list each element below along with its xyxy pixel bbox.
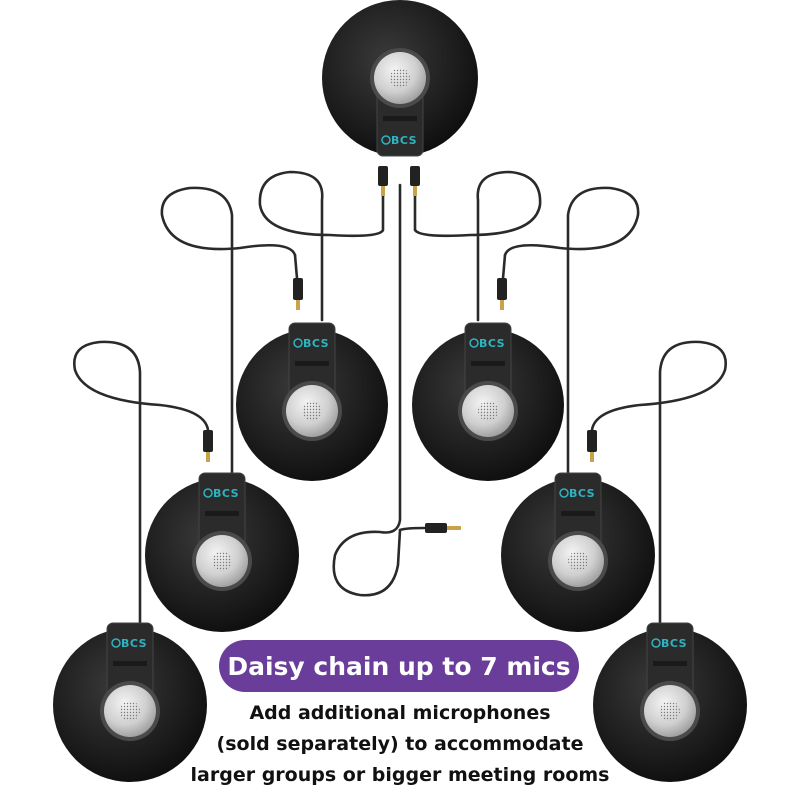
vent-slot — [653, 661, 687, 666]
plug-icon — [293, 278, 303, 310]
plug-icon — [410, 166, 420, 196]
cable — [590, 340, 727, 632]
brand-logo: BCS — [121, 637, 147, 650]
cable — [160, 186, 297, 492]
cable — [258, 170, 385, 322]
wave-icon — [469, 338, 479, 348]
microphone: BCS — [145, 472, 299, 632]
cable — [503, 186, 640, 492]
wave-icon — [381, 135, 391, 145]
microphone: BCS — [412, 322, 564, 481]
plug-icon — [203, 430, 213, 462]
brand-logo: BCS — [479, 337, 505, 350]
wave-icon — [293, 338, 303, 348]
plug-icon — [497, 278, 507, 310]
grille-holes — [390, 68, 410, 88]
microphone: BCS — [322, 0, 478, 157]
vent-slot — [471, 361, 505, 366]
grille-holes — [302, 401, 322, 421]
cables — [73, 170, 727, 632]
wave-icon — [111, 638, 121, 648]
plug-icon — [587, 430, 597, 462]
grille-holes — [478, 401, 498, 421]
microphone: BCS — [501, 472, 655, 632]
brand-logo: BCS — [391, 134, 417, 147]
vent-slot — [295, 361, 329, 366]
wave-icon — [203, 488, 213, 498]
cable — [73, 340, 210, 632]
grille-holes — [660, 701, 680, 721]
grille-holes — [120, 701, 140, 721]
headline-banner: Daisy chain up to 7 mics — [219, 640, 579, 692]
vent-slot — [113, 661, 147, 666]
plug-icon — [378, 166, 388, 196]
vent-slot — [561, 511, 595, 516]
brand-logo: BCS — [569, 487, 595, 500]
microphones: BCS BCS BCS BCS BCS BCS BCS — [53, 0, 747, 782]
description-text: Add additional microphones (sold separat… — [170, 698, 630, 791]
brand-logo: BCS — [661, 637, 687, 650]
plug-icon — [425, 523, 461, 533]
grille-holes — [212, 551, 232, 571]
microphone: BCS — [53, 622, 207, 782]
vent-slot — [383, 116, 417, 121]
audio-plugs — [203, 166, 597, 533]
description-line: (sold separately) to accommodate — [216, 733, 584, 755]
brand-logo: BCS — [303, 337, 329, 350]
wave-icon — [651, 638, 661, 648]
wave-icon — [559, 488, 569, 498]
cable — [413, 170, 542, 322]
grille-holes — [568, 551, 588, 571]
description-line: Add additional microphones — [249, 702, 551, 724]
description-line: larger groups or bigger meeting rooms — [190, 764, 610, 786]
microphone: BCS — [593, 622, 747, 782]
brand-logo: BCS — [213, 487, 239, 500]
microphone: BCS — [236, 322, 388, 481]
cable — [332, 183, 427, 597]
vent-slot — [205, 511, 239, 516]
